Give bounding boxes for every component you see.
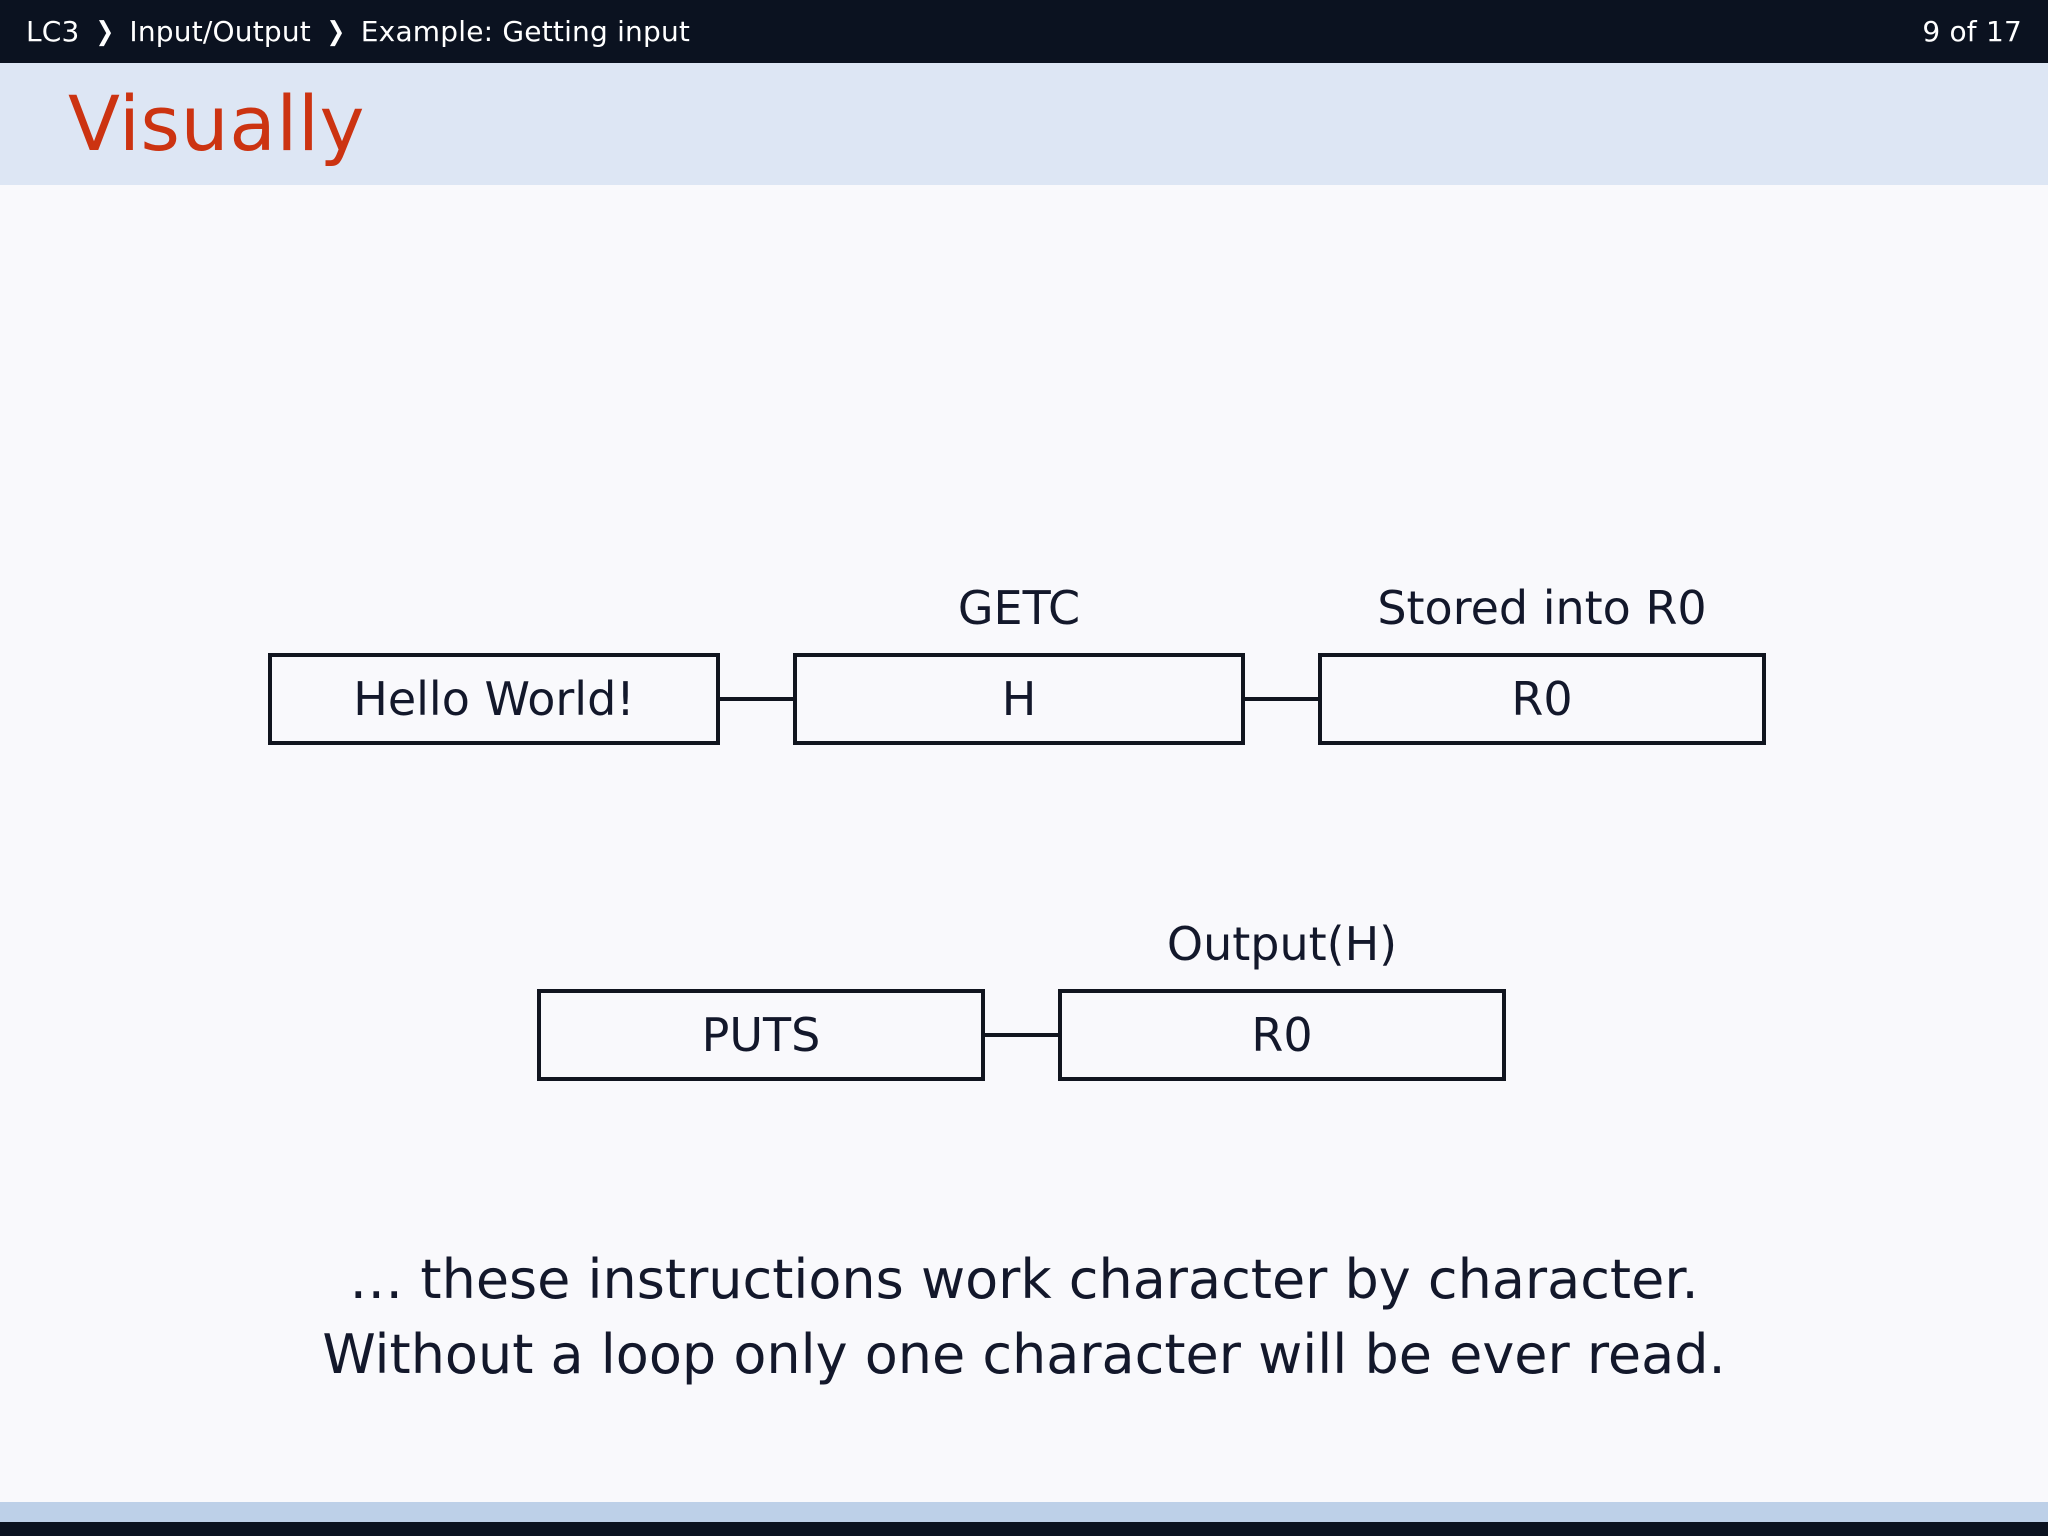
page-counter: 9 of 17 bbox=[1922, 15, 2022, 48]
footer-accent-band bbox=[0, 1502, 2048, 1522]
diagram-connector bbox=[720, 653, 793, 745]
chevron-right-icon: ❯ bbox=[95, 16, 114, 47]
caption-line-2: Without a loop only one character will b… bbox=[322, 1322, 1726, 1386]
diagram-connector bbox=[985, 989, 1058, 1081]
breadcrumb-item-input-output[interactable]: Input/Output bbox=[129, 15, 311, 48]
slide-header: LC3 ❯ Input/Output ❯ Example: Getting in… bbox=[0, 0, 2048, 63]
title-band: Visually bbox=[0, 63, 2048, 185]
diagram-node-h: GETC H bbox=[793, 585, 1245, 745]
diagram-connector bbox=[1245, 653, 1318, 745]
diagram-row-puts-flow: PUTS Output(H) R0 bbox=[537, 921, 1506, 1081]
diagram-label-stored-into-r0: Stored into R0 bbox=[1377, 581, 1707, 635]
caption: … these instructions work character by c… bbox=[0, 1243, 2048, 1392]
diagram-box-r0-output: R0 bbox=[1058, 989, 1506, 1081]
breadcrumb-item-example-getting-input[interactable]: Example: Getting input bbox=[360, 15, 691, 48]
diagram-box-puts: PUTS bbox=[537, 989, 985, 1081]
page-title: Visually bbox=[68, 79, 365, 168]
diagram-row-getc-flow: Hello World! GETC H Stored into R0 R0 bbox=[268, 585, 1766, 745]
diagram-node-r0-stored: Stored into R0 R0 bbox=[1318, 585, 1766, 745]
breadcrumb: LC3 ❯ Input/Output ❯ Example: Getting in… bbox=[26, 15, 690, 48]
diagram-node-hello-world: Hello World! bbox=[268, 631, 720, 745]
slide-body: Hello World! GETC H Stored into R0 R0 PU… bbox=[0, 185, 2048, 1502]
diagram-node-r0-output: Output(H) R0 bbox=[1058, 921, 1506, 1081]
caption-line-1: … these instructions work character by c… bbox=[349, 1248, 1699, 1311]
diagram-box-r0-stored: R0 bbox=[1318, 653, 1766, 745]
diagram-label-getc: GETC bbox=[957, 581, 1081, 635]
chevron-right-icon: ❯ bbox=[326, 16, 346, 47]
diagram-box-hello-world: Hello World! bbox=[268, 653, 720, 745]
diagram-node-puts: PUTS bbox=[537, 967, 985, 1081]
footer-bar bbox=[0, 1522, 2048, 1536]
breadcrumb-item-lc3[interactable]: LC3 bbox=[26, 15, 80, 48]
diagram-box-h: H bbox=[793, 653, 1245, 745]
diagram-label-output-h: Output(H) bbox=[1166, 917, 1398, 971]
